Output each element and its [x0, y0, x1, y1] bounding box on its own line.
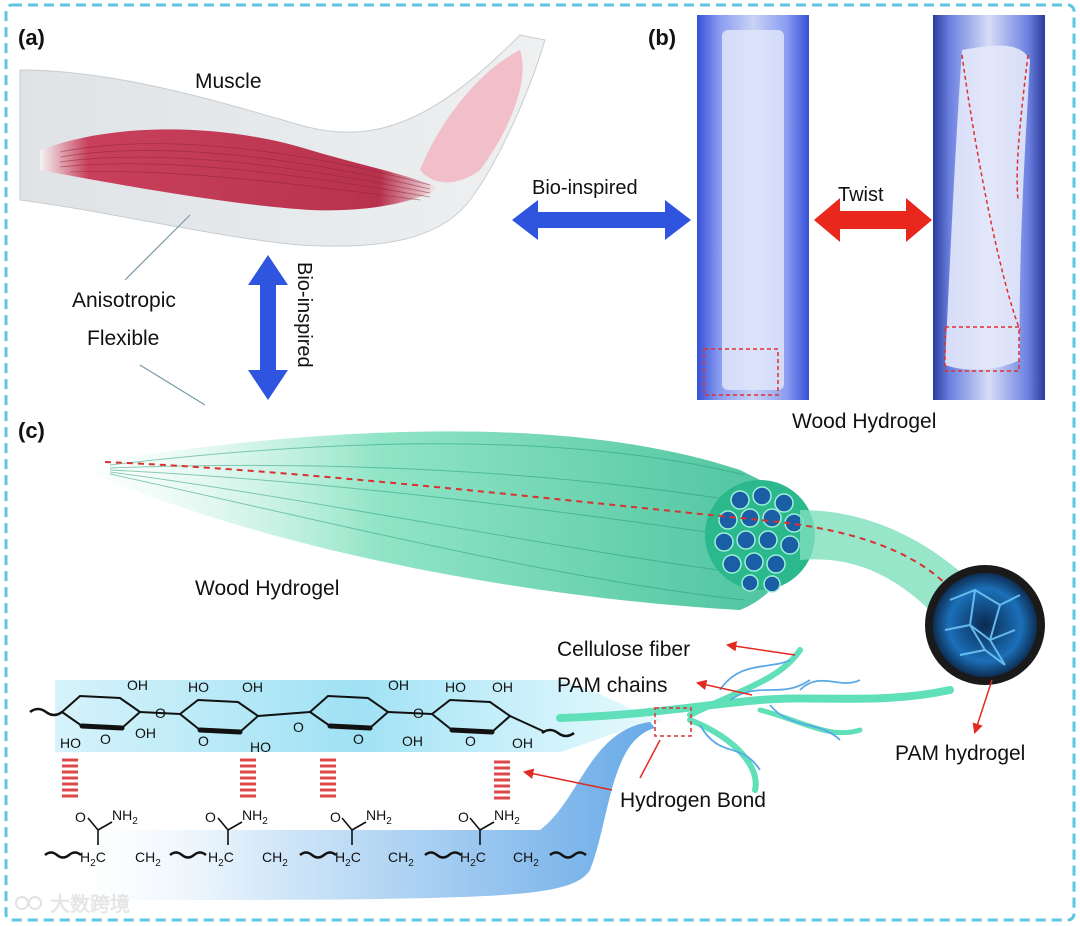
- pam-nh2-4: NH2: [494, 807, 520, 827]
- pam-ch2-3: CH2: [388, 849, 414, 869]
- wood-hydrogel-label: Wood Hydrogel: [195, 577, 339, 600]
- pam-h2c-1: H2C: [80, 849, 106, 869]
- hbond-4: [494, 760, 510, 800]
- pam-h2c-3: H2C: [335, 849, 361, 869]
- pam-nh2-2: NH2: [242, 807, 268, 827]
- pointer-line-upper: [124, 214, 191, 281]
- wood-hydrogel-caption: Wood Hydrogel: [792, 410, 936, 433]
- pam-o-2: O: [205, 809, 216, 825]
- red-dashed-box-2: [944, 326, 1020, 372]
- pam-band: [50, 722, 655, 900]
- figure-frame: [4, 3, 1076, 922]
- pam-nh2-3: NH2: [366, 807, 392, 827]
- horizontal-arrow-label: Bio-inspired: [532, 177, 638, 199]
- watermark-icon: [15, 896, 29, 910]
- ho-label-4: HO: [445, 679, 466, 695]
- pam-ch2-4: CH2: [513, 849, 539, 869]
- oh-label-7: OH: [512, 735, 533, 751]
- cellulose-labels: OH HO OH HO OH HO OH OH HO OH OH O O O O…: [60, 677, 533, 755]
- ho-label-1: HO: [60, 735, 81, 751]
- pointer-line-lower: [139, 364, 206, 406]
- red-dashed-box-1: [703, 348, 779, 396]
- hydrogen-bond-arrow: [522, 768, 613, 791]
- oh-label-4: OH: [388, 677, 409, 693]
- twist-label: Twist: [838, 184, 884, 206]
- o-label-3: O: [413, 705, 424, 721]
- flexible-label: Flexible: [87, 327, 159, 350]
- pam-o-1: O: [75, 809, 86, 825]
- twist-dashed-edge: [1016, 54, 1029, 201]
- pam-o-3: O: [330, 809, 341, 825]
- pore-network: [944, 588, 1021, 666]
- hydrogen-bond-label: Hydrogen Bond: [620, 789, 766, 812]
- hbond-zoom-box: [654, 707, 692, 737]
- horizontal-blue-arrow: [512, 200, 691, 240]
- vertical-double-arrow: [248, 255, 288, 400]
- pam-o-4: O: [458, 809, 469, 825]
- panel-a-letter: (a): [18, 25, 45, 50]
- fiber-branch: [556, 647, 954, 793]
- twist-dashed-curve: [961, 54, 1021, 331]
- o-label-6: O: [353, 731, 364, 747]
- pam-ch2-2: CH2: [262, 849, 288, 869]
- panel-b: (b) Bio-inspired Twist Wood Hydrogel: [512, 15, 1045, 433]
- fiber-strands: [109, 443, 761, 601]
- chain-wave-left: [29, 707, 63, 717]
- pam-chains-arrow: [695, 679, 753, 696]
- panel-b-letter: (b): [648, 25, 676, 50]
- fiber-bundle: [95, 431, 800, 610]
- oh-label-5: OH: [402, 733, 423, 749]
- pam-hydrogel-porous: [933, 573, 1037, 677]
- muscle-striations: [59, 143, 431, 201]
- panel-a: (a) Muscle Anisotropic Flexible Bio-insp…: [18, 25, 546, 406]
- o-label-1: O: [155, 705, 166, 721]
- pam-ch2-1: CH2: [135, 849, 161, 869]
- axis-dashed-line: [104, 461, 961, 601]
- o-label-7: O: [465, 733, 476, 749]
- pam-chain: [44, 817, 587, 859]
- watermark-text: 大数跨境: [50, 892, 130, 916]
- vertical-arrow-label: Bio-inspired: [293, 262, 315, 368]
- oh-label-3: OH: [242, 679, 263, 695]
- channel-cells: [714, 486, 804, 593]
- oh-label-6: OH: [492, 679, 513, 695]
- o-label-2: O: [293, 719, 304, 735]
- hydrogen-bond-dashes: [62, 758, 510, 800]
- hbond-1: [62, 758, 78, 798]
- hbond-3: [320, 758, 336, 798]
- hydrogel-strip-straight: [722, 30, 784, 390]
- hbond-2: [240, 758, 256, 798]
- panel-c: (c) Wood H: [18, 418, 1045, 900]
- o-label-4: O: [100, 731, 111, 747]
- pam-h2c-4: H2C: [460, 849, 486, 869]
- ho-label-3: HO: [250, 739, 271, 755]
- oh-label-2: OH: [135, 725, 156, 741]
- pam-nh2-1: NH2: [112, 807, 138, 827]
- pam-chains-label: PAM chains: [557, 674, 668, 697]
- cellulose-fiber-label: Cellulose fiber: [557, 638, 690, 661]
- pam-labels: O NH2 O NH2 O NH2 O NH2 H2C CH2 H2C CH2 …: [75, 807, 539, 869]
- panel-c-letter: (c): [18, 418, 45, 443]
- cellulose-chain: [29, 694, 575, 738]
- cellulose-band: [55, 680, 660, 752]
- pam-h2c-2: H2C: [208, 849, 234, 869]
- pam-hydrogel-label: PAM hydrogel: [895, 742, 1025, 765]
- ho-label-2: HO: [188, 679, 209, 695]
- twist-arrow: [814, 198, 932, 242]
- cellulose-fiber-arrow: [725, 641, 796, 656]
- oh-label-1: OH: [127, 677, 148, 693]
- o-label-5: O: [198, 733, 209, 749]
- hydrogen-bond-leader-upper: [639, 739, 661, 779]
- pam-hydrogel-arrow: [972, 679, 993, 734]
- muscle-label: Muscle: [195, 70, 262, 93]
- watermark: 大数跨境: [15, 892, 130, 916]
- forearm-muscle: [420, 50, 523, 183]
- anisotropic-label: Anisotropic: [72, 289, 176, 312]
- chain-wave-right: [541, 728, 575, 738]
